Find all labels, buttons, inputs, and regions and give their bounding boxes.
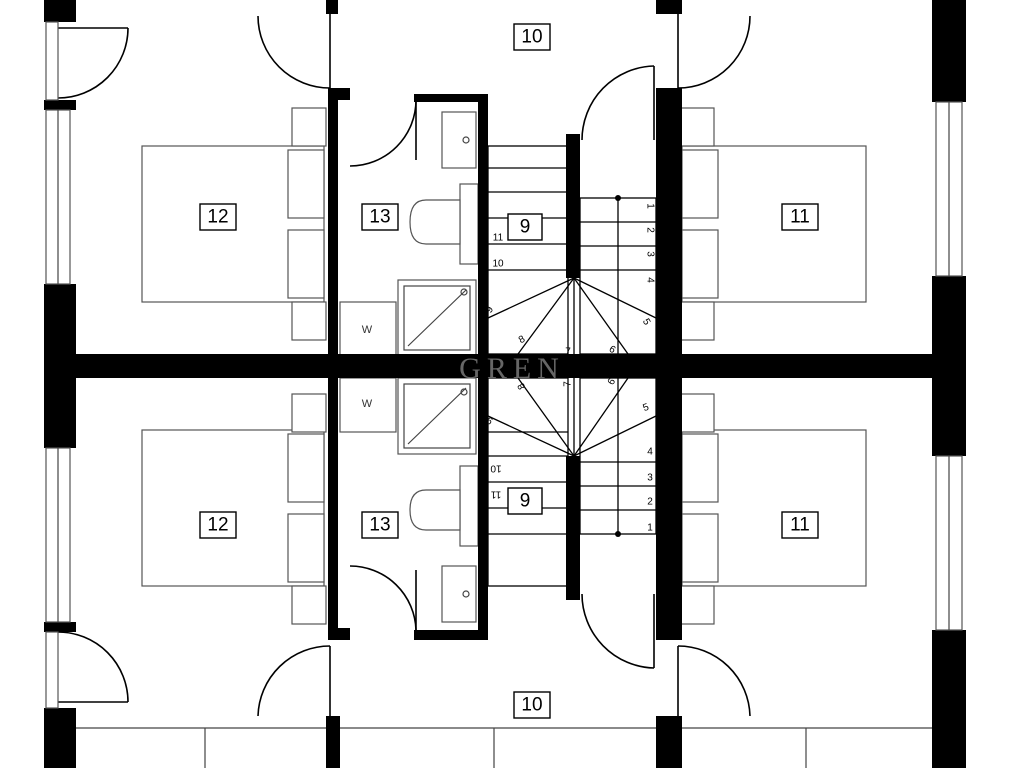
stair-step-labels: 1 2 3 4 5 6 7 8 9 10 11 1 2 3 4 5 6 7 8 … (484, 203, 656, 533)
step-label: 5 (640, 317, 653, 328)
step-label: 8 (516, 380, 529, 391)
doors (57, 14, 751, 717)
nightstand (679, 585, 715, 625)
step-label: 6 (606, 376, 619, 387)
room-label-bathroom: 13 (369, 515, 390, 536)
step-label: 1 (647, 523, 653, 534)
room-label-bedroom: 12 (207, 207, 228, 228)
watermark: GREN (459, 352, 565, 385)
room-label-stairs: 9 (520, 491, 531, 512)
step-label: 9 (484, 414, 495, 427)
step-label: 10 (490, 463, 502, 474)
pillow (287, 513, 325, 583)
step-label: 4 (647, 447, 653, 458)
step-label: 9 (484, 304, 497, 315)
room-label-hall: 10 (521, 695, 542, 716)
nightstand (679, 393, 715, 433)
step-label: 4 (645, 277, 656, 283)
pillow (681, 433, 719, 503)
step-label: 2 (647, 497, 653, 508)
washer-bottom (339, 377, 397, 433)
nightstand (679, 301, 715, 341)
toilet-tank (459, 465, 479, 547)
pillow (681, 149, 719, 219)
pillow (681, 229, 719, 299)
nightstand (679, 107, 715, 147)
pillow (287, 229, 325, 299)
room-label-bedroom: 11 (790, 207, 810, 228)
step-label: 5 (642, 402, 651, 414)
step-label: 1 (645, 203, 656, 209)
washbasin (441, 565, 477, 623)
walls (44, 0, 966, 768)
step-label: 2 (645, 227, 656, 233)
toilet (409, 489, 461, 531)
nightstand (291, 585, 327, 625)
nightstand (291, 393, 327, 433)
room-label-stairs: 9 (520, 217, 531, 238)
step-label: 7 (565, 347, 571, 358)
washer-label: W (362, 398, 373, 410)
step-label: 8 (517, 334, 528, 347)
toilet-tank (459, 183, 479, 265)
room-label-bedroom: 11 (790, 515, 810, 536)
room-labels: 10 11 12 13 9 12 13 9 11 10 (199, 23, 819, 719)
step-label: 11 (490, 489, 501, 500)
step-label: 11 (493, 233, 504, 244)
step-label: 6 (607, 344, 618, 357)
step-label: 3 (647, 473, 653, 484)
washer-label: W (362, 324, 373, 336)
toilet (409, 199, 461, 245)
furniture-layer (76, 107, 936, 768)
room-label-bedroom: 12 (207, 515, 228, 536)
pillow (287, 149, 325, 219)
pillow (681, 513, 719, 583)
washbasin (441, 111, 477, 169)
room-label-hall: 10 (521, 27, 542, 48)
washer-top (339, 301, 397, 357)
nightstand (291, 107, 327, 147)
step-label: 10 (492, 259, 504, 270)
step-label: 3 (645, 251, 656, 257)
room-label-bathroom: 13 (369, 207, 390, 228)
nightstand (291, 301, 327, 341)
pillow (287, 433, 325, 503)
step-label: 7 (563, 381, 574, 387)
